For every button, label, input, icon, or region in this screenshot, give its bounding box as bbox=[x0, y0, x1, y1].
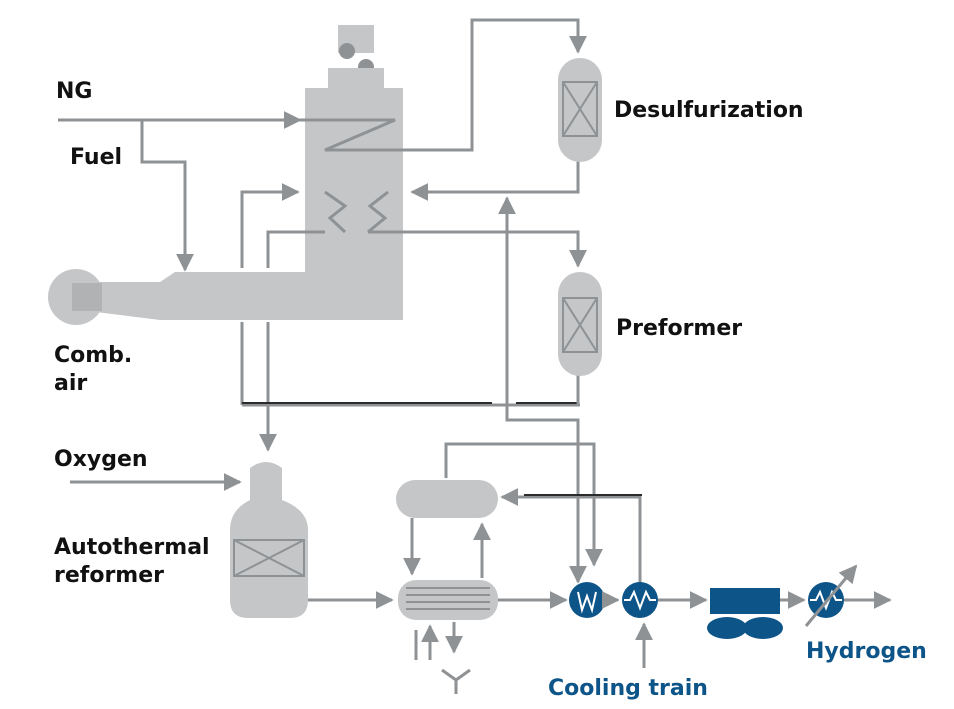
desulfurization-label: Desulfurization bbox=[614, 98, 804, 123]
fired-heater bbox=[48, 25, 403, 325]
heat-exchanger-w-icon bbox=[569, 582, 605, 618]
ng-label: NG bbox=[56, 79, 92, 104]
oxygen-label: Oxygen bbox=[54, 447, 148, 472]
desulfurization-vessel bbox=[558, 58, 602, 162]
preformer-vessel bbox=[558, 272, 602, 376]
hydrogen-label: Hydrogen bbox=[806, 639, 927, 664]
steam-drum bbox=[396, 480, 498, 518]
cooling-train-label: Cooling train bbox=[548, 676, 708, 701]
preformer-label: Preformer bbox=[616, 316, 742, 341]
atr-label-line2: reformer bbox=[54, 563, 164, 588]
heat-exchanger-wave-icon bbox=[622, 582, 658, 618]
comb-air-label-line2: air bbox=[54, 371, 87, 396]
comb-air-label-line1: Comb. bbox=[54, 343, 132, 368]
waste-heat-boiler bbox=[398, 580, 498, 620]
atr-label-line1: Autothermal bbox=[54, 535, 210, 560]
fuel-label: Fuel bbox=[70, 145, 122, 170]
compressor-icon bbox=[710, 588, 780, 614]
fan-icon bbox=[707, 617, 783, 639]
autothermal-reformer bbox=[230, 462, 308, 618]
feed-lines bbox=[58, 18, 603, 584]
